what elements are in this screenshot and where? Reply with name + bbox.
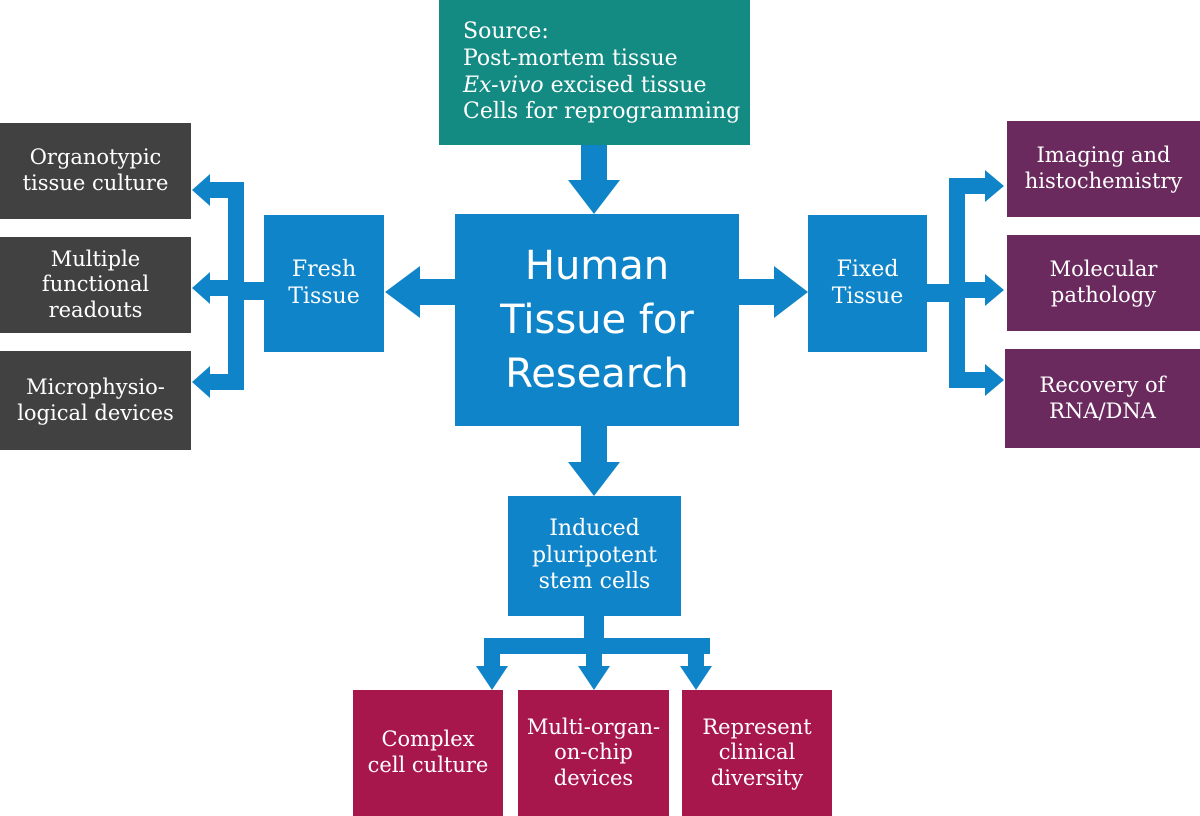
source-line-3: Cells for reprogramming	[463, 99, 741, 125]
output-line: Microphysio-	[26, 374, 165, 399]
output-line: Multiple	[50, 246, 141, 271]
central-box: Human Tissue for Research	[455, 214, 739, 426]
ipsc-box: Induced pluripotent stem cells	[508, 496, 681, 616]
output-line: Imaging and	[1036, 143, 1171, 168]
ipsc-line-3: stem cells	[538, 569, 651, 595]
ipsc-output-clinical-diversity: Represent clinical diversity	[682, 690, 832, 816]
fresh-output-microphysiological: Microphysio- logical devices	[0, 351, 191, 450]
fresh-output-functional-readouts: Multiple functional readouts	[0, 237, 191, 333]
output-line: Organotypic	[29, 145, 162, 170]
fixed-line-2: Tissue	[831, 283, 904, 309]
fixed-tissue-box: Fixed Tissue	[808, 215, 927, 352]
fresh-line-2: Tissue	[288, 283, 360, 309]
central-line-1: Human	[524, 243, 670, 289]
output-line: Represent	[702, 714, 812, 739]
central-line-2: Tissue for	[500, 297, 694, 343]
fixed-output-rna-dna: Recovery of RNA/DNA	[1005, 349, 1200, 448]
source-line-2-italic: Ex-vivo	[463, 72, 544, 98]
fixed-output-imaging: Imaging and histochemistry	[1007, 121, 1200, 217]
output-line: tissue culture	[22, 171, 169, 195]
ipsc-line-2: pluripotent	[531, 542, 658, 568]
output-line: histochemistry	[1024, 169, 1183, 193]
fixed-output-molecular-pathology: Molecular pathology	[1007, 235, 1200, 331]
output-line: Multi-organ-	[526, 714, 661, 739]
output-line: pathology	[1050, 283, 1157, 307]
output-line: RNA/DNA	[1049, 398, 1156, 423]
output-line: on-chip	[554, 740, 633, 765]
output-line: Complex	[381, 727, 475, 752]
fixed-line-1: Fixed	[836, 256, 899, 282]
fresh-output-organotypic: Organotypic tissue culture	[0, 123, 191, 219]
source-label: Source:	[463, 18, 549, 44]
central-line-3: Research	[505, 351, 689, 397]
source-box: Source: Post-mortem tissue Ex-vivo excis…	[439, 0, 750, 145]
output-line: diversity	[710, 765, 804, 790]
source-line-2-rest: excised tissue	[543, 72, 707, 98]
output-line: cell culture	[367, 753, 489, 777]
output-line: logical devices	[17, 400, 174, 425]
output-line: Recovery of	[1039, 372, 1166, 397]
output-line: clinical	[718, 740, 796, 765]
fresh-tissue-box: Fresh Tissue	[264, 215, 384, 352]
source-line-1: Post-mortem tissue	[463, 45, 678, 71]
output-line: functional	[41, 272, 150, 297]
output-line: Molecular	[1049, 257, 1158, 282]
ipsc-output-complex-culture: Complex cell culture	[353, 690, 503, 816]
fresh-line-1: Fresh	[291, 256, 357, 282]
ipsc-line-1: Induced	[549, 515, 640, 541]
output-line: readouts	[48, 297, 143, 322]
output-line: devices	[553, 765, 634, 790]
ipsc-output-organ-on-chip: Multi-organ- on-chip devices	[518, 690, 669, 816]
source-line-2: Ex-vivo excised tissue	[463, 73, 706, 100]
